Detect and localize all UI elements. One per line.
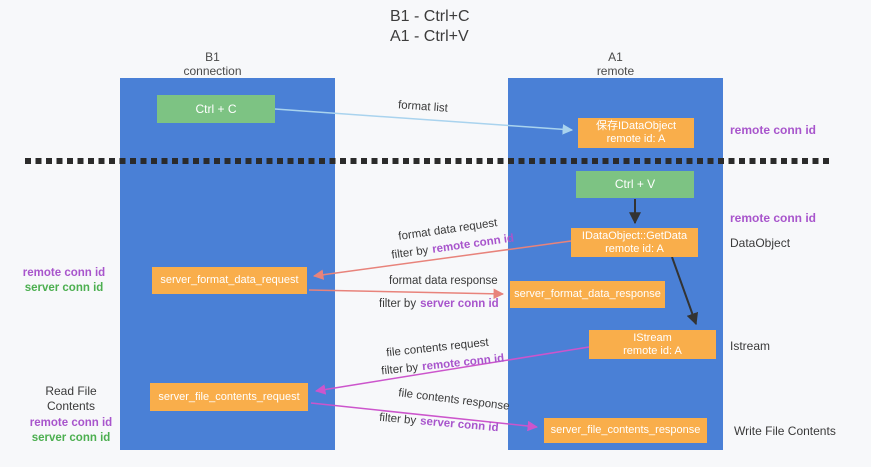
server-conn-id-text: server conn id (420, 298, 499, 310)
title-line-2: A1 - Ctrl+V (390, 28, 469, 45)
lane-header-b1: B1 connection (105, 50, 320, 78)
annotation-dataobject: DataObject (730, 236, 791, 250)
box-idataobject-getdata-line1: IDataObject::GetData (581, 229, 688, 242)
box-idataobject-getdata: IDataObject::GetData remote id: A (571, 228, 698, 257)
box-server-format-data-response-label: server_format_data_response (514, 288, 661, 300)
arrow-format-data-response (308, 288, 505, 300)
annotation-conn-ids-left-top: remote conn id server conn id (20, 266, 108, 296)
lane-a1-name: A1 (608, 50, 623, 64)
filter-by-text: filter by (390, 244, 430, 262)
session-divider-dashed-line (25, 158, 833, 164)
box-save-idataobject-line1: 保存IDataObject (595, 120, 677, 132)
box-server-file-contents-request: server_file_contents_request (150, 383, 308, 411)
box-server-file-contents-response-label: server_file_contents_response (550, 424, 701, 436)
annotation-server-conn-id-left-bottom: server conn id (31, 432, 111, 444)
box-server-format-data-response: server_format_data_response (510, 281, 665, 308)
lane-a1-subtitle: remote (596, 64, 635, 78)
box-ctrl-c-label: Ctrl + C (195, 101, 237, 116)
filter-by-text: filter by (380, 361, 419, 378)
label-file-contents-response: file contents response (397, 387, 511, 413)
box-server-format-data-request-label: server_format_data_request (160, 274, 299, 286)
box-istream-line1: IStream (633, 331, 672, 344)
filter-by-text: filter by (379, 298, 417, 310)
box-ctrl-c: Ctrl + C (157, 95, 275, 123)
annotation-remote-conn-id-left-bottom: remote conn id (29, 417, 113, 429)
box-server-file-contents-response: server_file_contents_response (544, 418, 707, 443)
annotation-istream: Istream (730, 339, 771, 353)
box-istream-line2: remote id: A (623, 344, 682, 357)
annotation-remote-conn-id-mid-right: remote conn id (730, 211, 817, 225)
annotation-remote-conn-id-top-right: remote conn id (730, 123, 817, 137)
box-istream: IStream remote id: A (589, 330, 716, 359)
lane-b1-subtitle: connection (183, 64, 242, 78)
label-format-list: format list (397, 99, 449, 115)
annotation-server-conn-id-left: server conn id (24, 282, 104, 294)
annotation-read-file-contents-block: Read File Contents remote conn id server… (21, 384, 121, 446)
filter-by-text: filter by (378, 411, 417, 427)
box-save-idataobject: 保存IDataObject remote id: A (578, 118, 694, 148)
remote-conn-id-text: remote conn id (421, 352, 505, 374)
box-ctrl-v: Ctrl + V (576, 171, 694, 198)
annotation-read-file-contents: Read File Contents (45, 384, 97, 413)
title-line-1: B1 - Ctrl+C (390, 8, 470, 25)
diagram-title: B1 - Ctrl+C A1 - Ctrl+V (390, 7, 470, 47)
annotation-write-file-contents: Write File Contents (734, 424, 836, 438)
box-server-file-contents-request-label: server_file_contents_request (158, 390, 300, 403)
lane-header-a1: A1 remote (508, 50, 723, 78)
box-save-idataobject-line2: remote id: A (606, 133, 666, 145)
box-server-format-data-request: server_format_data_request (152, 267, 307, 294)
box-ctrl-v-label: Ctrl + V (614, 177, 656, 191)
server-conn-id-text: server conn id (419, 415, 499, 435)
box-idataobject-getdata-line2: remote id: A (605, 242, 664, 255)
annotation-remote-conn-id-left: remote conn id (22, 267, 106, 279)
label-format-data-response: format data response (389, 275, 498, 287)
lane-b1-name: B1 (205, 50, 220, 64)
